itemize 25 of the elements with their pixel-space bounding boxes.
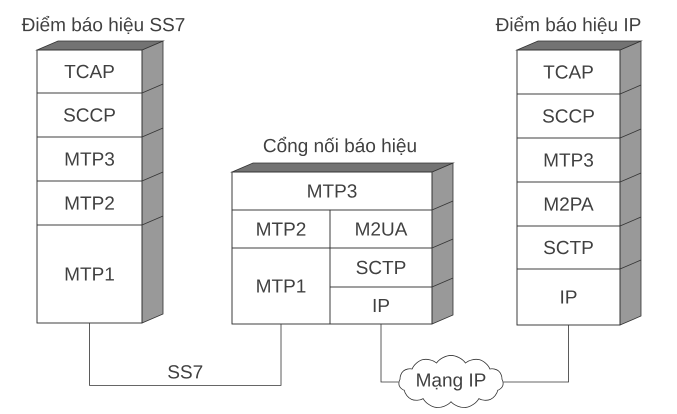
connection-line — [89, 322, 282, 386]
protocol-layer: MTP1 — [232, 248, 330, 324]
protocol-layer: IP — [516, 268, 620, 326]
node-label: Điểm báo hiệu IP — [496, 16, 640, 34]
protocol-layer: MTP3 — [232, 172, 432, 210]
protocol-layer: M2UA — [330, 210, 432, 248]
node-label: Điểm báo hiệu SS7 — [22, 16, 184, 34]
protocol-layer: MTP3 — [516, 138, 620, 182]
protocol-layer: MTP2 — [36, 180, 142, 226]
protocol-layer: IP — [330, 286, 432, 324]
protocol-layer: MTP3 — [36, 136, 142, 182]
protocol-layer: TCAP — [36, 50, 142, 94]
protocol-layer: SCCP — [516, 94, 620, 138]
protocol-layer: MTP1 — [36, 224, 142, 324]
protocol-layer: SCTP — [330, 248, 432, 288]
protocol-layer: SCCP — [36, 92, 142, 138]
connection-line — [380, 324, 399, 382]
edge-label: SS7 — [166, 364, 204, 380]
protocol-layer: MTP2 — [232, 210, 330, 248]
protocol-layer: TCAP — [516, 50, 620, 94]
connection-line — [503, 324, 569, 382]
protocol-layer: M2PA — [516, 182, 620, 226]
network-cloud: Mạng IP — [398, 355, 504, 408]
protocol-layer: SCTP — [516, 226, 620, 270]
node-label: Cổng nối báo hiệu — [264, 136, 416, 156]
